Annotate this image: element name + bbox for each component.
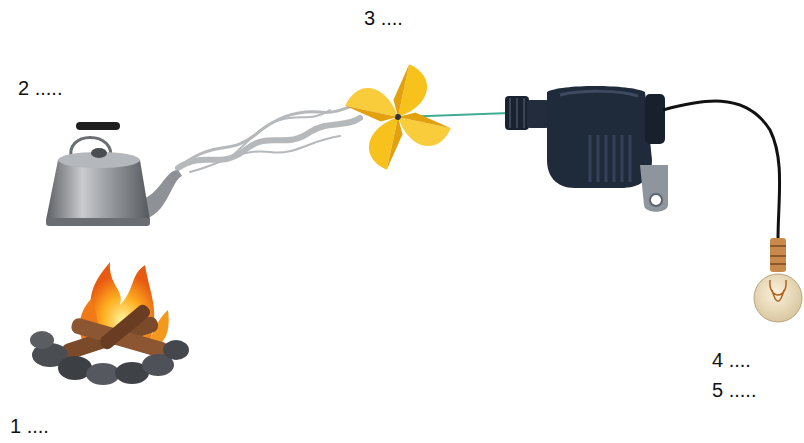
log xyxy=(98,302,153,351)
stone xyxy=(86,363,120,385)
pinwheel-pin xyxy=(394,113,401,120)
light-bulb xyxy=(754,238,802,322)
mounting-bracket xyxy=(640,165,668,212)
stone xyxy=(30,331,54,349)
generator-body xyxy=(547,86,652,188)
callout-number: 2 ..... xyxy=(18,76,62,100)
pinwheel-blade xyxy=(365,112,406,171)
callout-number: 1 .... xyxy=(10,414,49,438)
campfire xyxy=(30,262,189,385)
pinwheel-blade xyxy=(390,63,431,122)
steam-wisp xyxy=(230,110,330,158)
callout-number: 4 .... xyxy=(712,348,751,372)
pinwheel xyxy=(334,53,462,181)
steam-wisp xyxy=(190,136,340,172)
bulb-socket xyxy=(770,238,786,272)
bulb-glass xyxy=(754,274,802,322)
callout-number: 5 ..... xyxy=(712,378,756,402)
generator-endcap xyxy=(645,94,665,144)
steam xyxy=(178,104,360,172)
kettle-base xyxy=(46,218,150,226)
filament xyxy=(770,280,786,301)
pinwheel-blade xyxy=(344,84,403,125)
stone xyxy=(163,340,189,360)
generator xyxy=(505,86,668,212)
pinwheel-blade xyxy=(393,109,452,150)
bracket-hole xyxy=(650,194,662,206)
kettle-grip xyxy=(76,122,120,130)
cable xyxy=(663,101,780,240)
generator-collar xyxy=(527,100,549,128)
kettle-body xyxy=(46,160,150,226)
generator-nut xyxy=(505,96,529,130)
cooling-fins xyxy=(590,135,630,182)
kettle-knob xyxy=(91,148,107,158)
kettle xyxy=(46,122,182,226)
steam-wisp xyxy=(182,104,358,165)
callout-number: 3 .... xyxy=(364,6,403,30)
